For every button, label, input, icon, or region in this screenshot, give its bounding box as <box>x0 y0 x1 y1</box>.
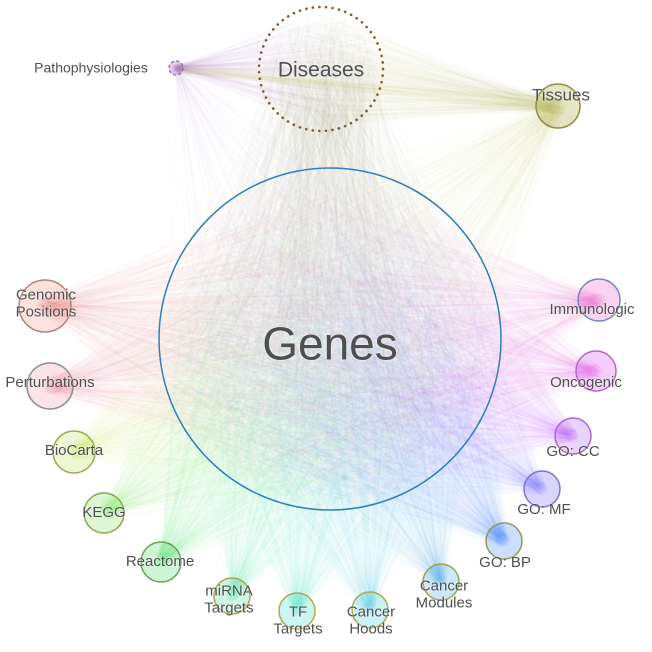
node-go-mf[interactable] <box>523 470 561 508</box>
node-genomic-positions[interactable] <box>18 279 72 333</box>
node-go-cc[interactable] <box>554 417 592 455</box>
node-genes[interactable] <box>158 167 502 511</box>
node-mirna-targets[interactable] <box>213 577 251 615</box>
node-oncogenic[interactable] <box>575 350 617 392</box>
node-tissues[interactable] <box>535 83 581 129</box>
node-cancer-hoods[interactable] <box>351 591 389 629</box>
node-reactome[interactable] <box>140 541 182 583</box>
node-go-bp[interactable] <box>485 522 523 560</box>
node-diseases[interactable] <box>257 5 385 133</box>
node-immunologic[interactable] <box>577 278 621 322</box>
node-cancer-modules[interactable] <box>422 563 460 601</box>
node-pathophysiologies[interactable] <box>168 60 184 76</box>
node-perturbations[interactable] <box>26 362 74 410</box>
node-biocarta[interactable] <box>52 430 96 474</box>
node-tf-targets[interactable] <box>278 592 316 630</box>
node-kegg[interactable] <box>83 492 125 534</box>
